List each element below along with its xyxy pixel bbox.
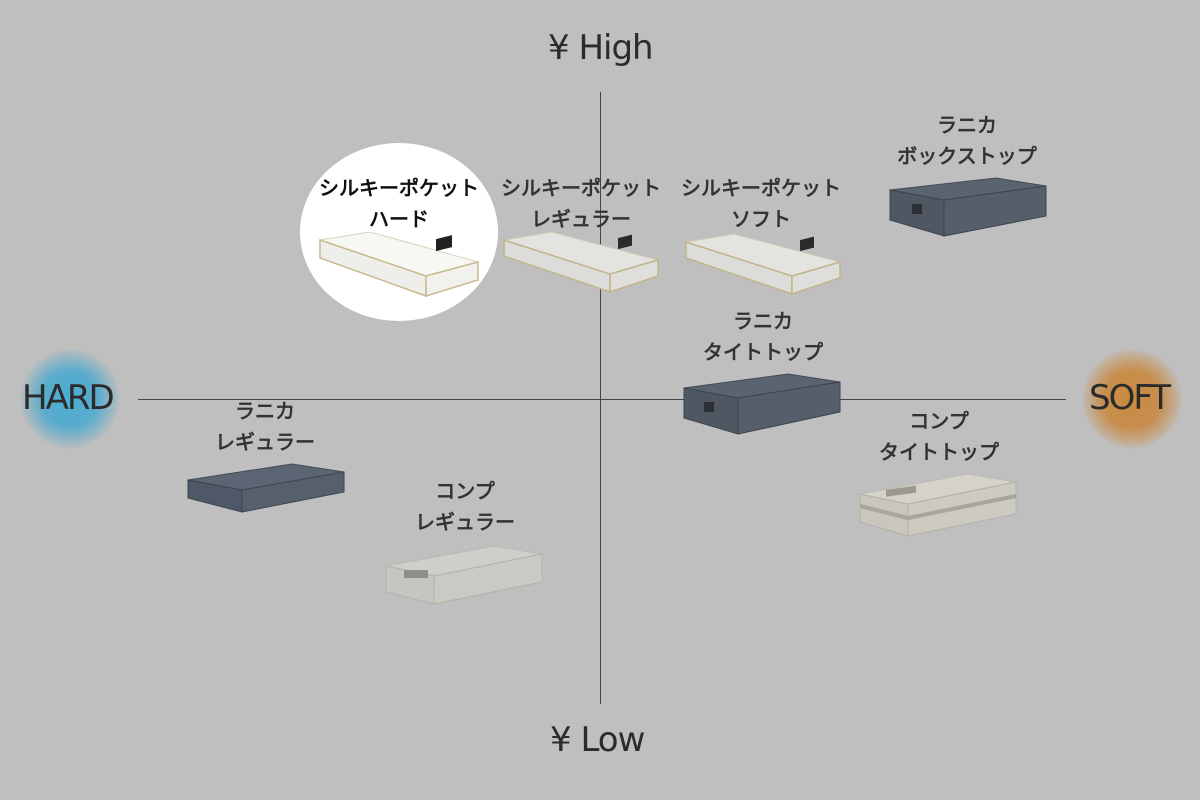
product-label-comp-tighttop[interactable]: コンプ タイトトップ xyxy=(840,406,1038,468)
product-name-line2: ハード xyxy=(369,207,429,231)
price-axis-line xyxy=(600,92,601,704)
mattress-image-lanica-regular[interactable] xyxy=(184,460,349,520)
product-name-line1: ラニカ xyxy=(733,309,793,333)
mattress-image-comp-tighttop[interactable] xyxy=(856,470,1021,540)
product-label-silky-soft[interactable]: シルキーポケット ソフト xyxy=(662,173,860,235)
product-label-lanica-boxtop[interactable]: ラニカ ボックストップ xyxy=(868,110,1066,172)
product-name-line1: シルキーポケット xyxy=(501,176,661,200)
mattress-image-silky-hard[interactable] xyxy=(312,232,482,302)
product-name-line2: ボックストップ xyxy=(897,144,1037,168)
product-label-comp-regular[interactable]: コンプ レギュラー xyxy=(366,476,564,538)
product-name-line1: シルキーポケット xyxy=(681,176,841,200)
mattress-image-silky-soft[interactable] xyxy=(680,234,845,300)
firmness-axis-line xyxy=(138,399,1066,400)
product-label-lanica-tighttop[interactable]: ラニカ タイトトップ xyxy=(664,306,862,368)
product-name-line2: レギュラー xyxy=(215,430,315,454)
product-name-line1: コンプ xyxy=(435,479,495,503)
soft-pole-glow xyxy=(1082,349,1182,449)
axis-label-low-price: ¥ Low xyxy=(550,720,645,760)
mattress-image-lanica-tighttop[interactable] xyxy=(680,370,845,438)
axis-label-hard: HARD xyxy=(22,378,115,418)
product-name-line2: レギュラー xyxy=(531,207,631,231)
product-label-lanica-regular[interactable]: ラニカ レギュラー xyxy=(166,396,364,458)
selected-product-highlight xyxy=(300,143,498,321)
hard-pole-glow xyxy=(20,349,120,449)
axis-label-high-price: ¥ High xyxy=(548,28,654,68)
mattress-image-silky-regular[interactable] xyxy=(498,232,663,298)
product-label-silky-hard[interactable]: シルキーポケット ハード xyxy=(300,173,498,235)
product-name-line1: ラニカ xyxy=(235,399,295,423)
mattress-image-lanica-boxtop[interactable] xyxy=(886,176,1051,242)
product-name-line2: レギュラー xyxy=(415,510,515,534)
product-name-line1: ラニカ xyxy=(937,113,997,137)
product-label-silky-regular[interactable]: シルキーポケット レギュラー xyxy=(482,173,680,235)
product-name-line2: ソフト xyxy=(731,207,791,231)
product-name-line1: コンプ xyxy=(909,409,969,433)
axis-label-soft: SOFT xyxy=(1089,378,1171,418)
product-name-line2: タイトトップ xyxy=(879,440,999,464)
product-name-line1: シルキーポケット xyxy=(319,176,479,200)
product-name-line2: タイトトップ xyxy=(703,340,823,364)
mattress-image-comp-regular[interactable] xyxy=(382,542,547,608)
